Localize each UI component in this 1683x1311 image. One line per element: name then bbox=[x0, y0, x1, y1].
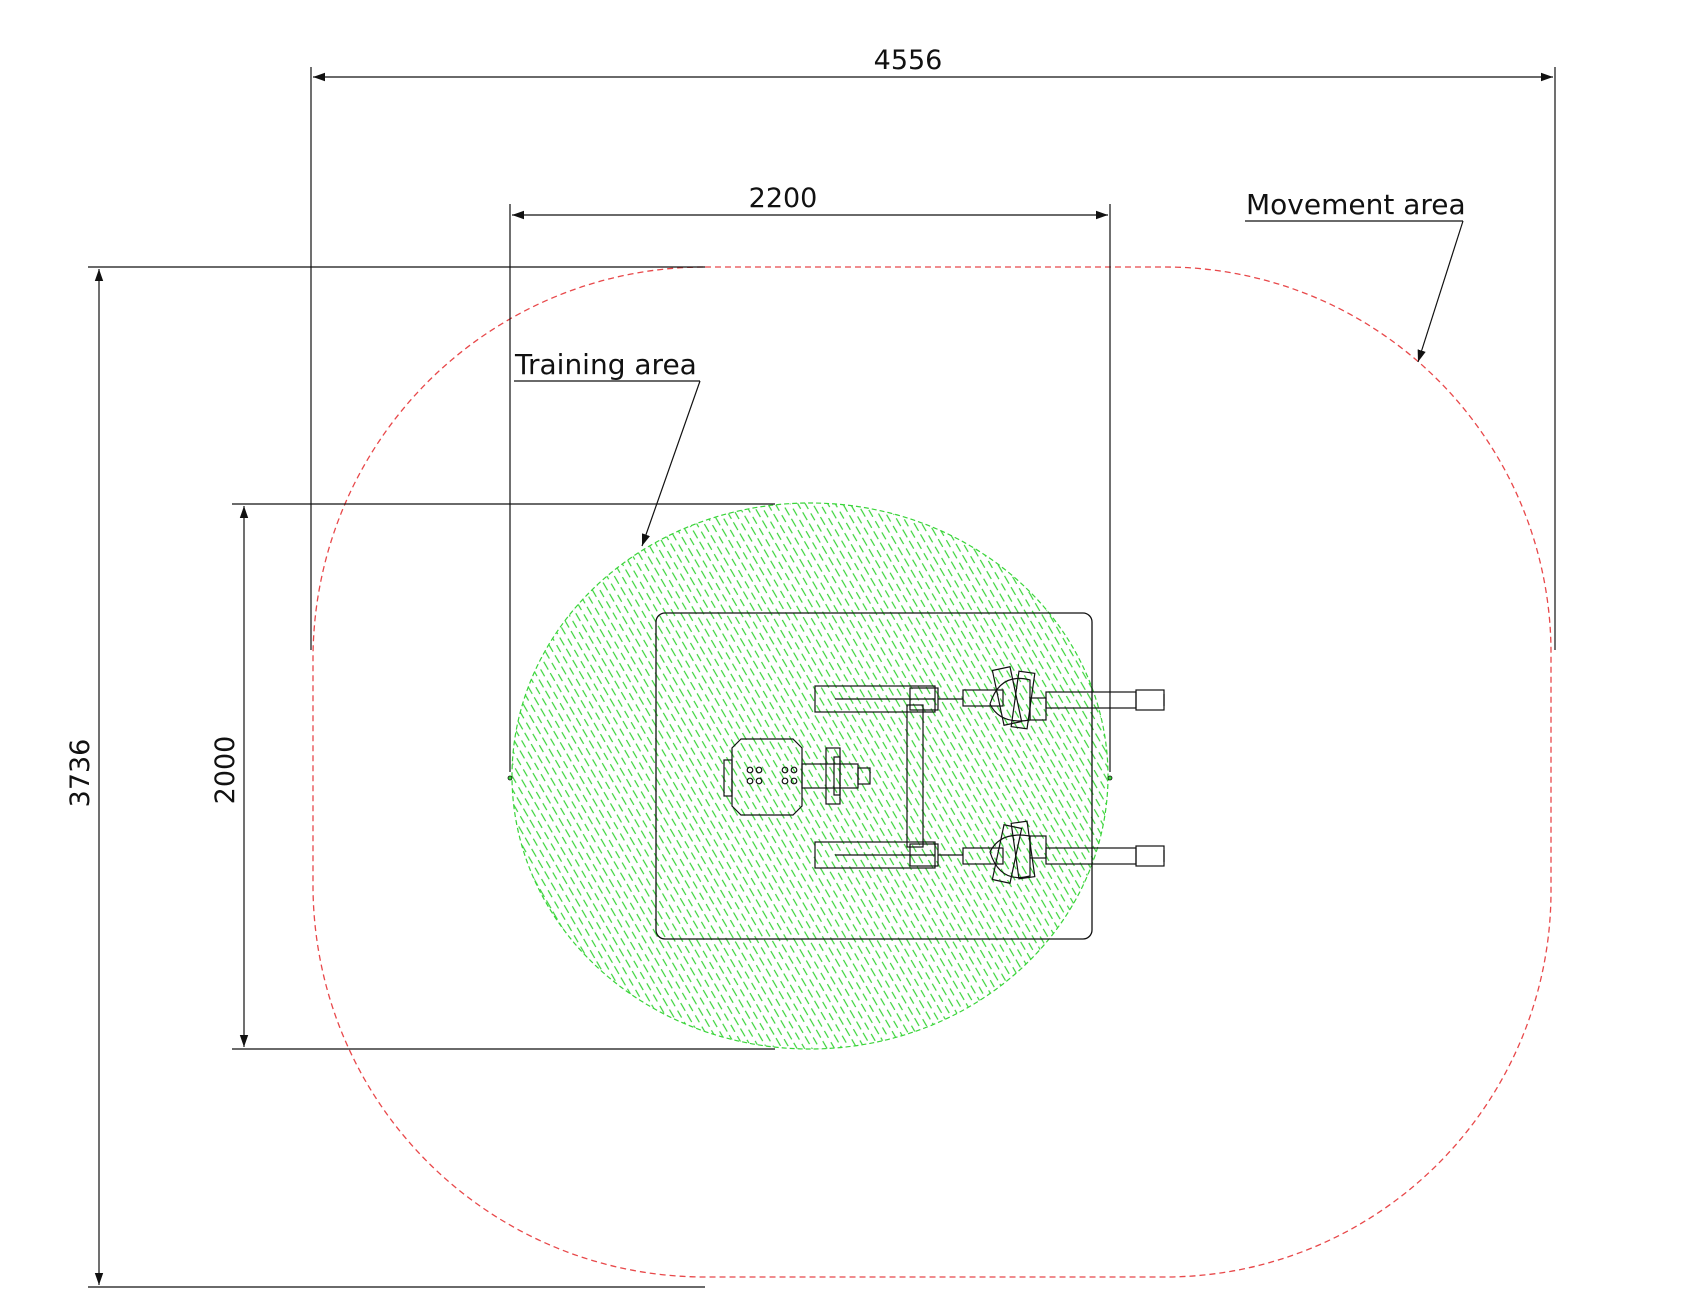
equipment-arm-upper bbox=[814, 666, 1165, 730]
overall-depth-value: 3736 bbox=[65, 739, 96, 808]
movement-area-leader bbox=[1245, 220, 1464, 363]
training-area-leader bbox=[514, 380, 701, 547]
center-point-right bbox=[1107, 775, 1113, 781]
dimension-overall-depth bbox=[88, 266, 705, 1288]
dimension-inner-width bbox=[509, 204, 1111, 772]
movement-area-boundary bbox=[312, 266, 1552, 1278]
overall-width-value: 4556 bbox=[874, 45, 943, 76]
equipment-frame bbox=[906, 704, 924, 848]
training-area-label: Training area bbox=[514, 348, 697, 381]
inner-width-value: 2200 bbox=[749, 183, 818, 214]
equipment-top-view bbox=[723, 666, 1165, 884]
dimension-overall-width bbox=[310, 67, 1556, 650]
movement-area-label: Movement area bbox=[1246, 188, 1466, 221]
center-point-left bbox=[507, 775, 513, 781]
equipment-base-plate bbox=[655, 612, 1093, 940]
inner-depth-value: 2000 bbox=[210, 736, 241, 805]
dimension-inner-depth bbox=[232, 503, 775, 1050]
equipment-arm-lower bbox=[814, 820, 1165, 884]
training-area-zone bbox=[511, 502, 1109, 1050]
